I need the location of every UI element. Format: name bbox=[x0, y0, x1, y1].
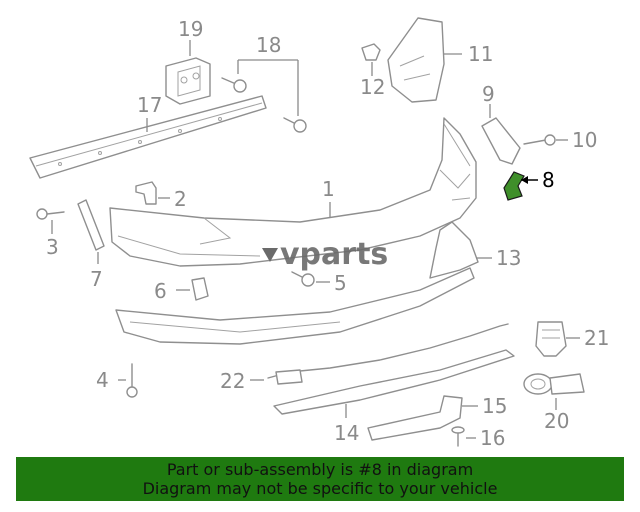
part-2-small-bracket bbox=[135, 181, 170, 205]
part-19-bracket bbox=[165, 40, 211, 105]
watermark: vparts bbox=[262, 237, 388, 272]
callout-9: 9 bbox=[482, 82, 495, 106]
part-22-wiring-harness bbox=[250, 323, 509, 385]
part-15-diffuser bbox=[367, 395, 478, 441]
part-7-seal bbox=[77, 199, 105, 264]
callout-8: 8 bbox=[542, 168, 555, 192]
callout-18: 18 bbox=[256, 33, 281, 57]
callout-11: 11 bbox=[468, 42, 493, 66]
banner-line-1: Part or sub-assembly is #8 in diagram bbox=[166, 460, 474, 479]
part-4-bolt bbox=[118, 363, 138, 398]
part-14-lower-garnish bbox=[273, 349, 515, 418]
callout-13: 13 bbox=[496, 246, 521, 270]
banner-line-2: Diagram may not be specific to your vehi… bbox=[142, 479, 498, 498]
callout-16: 16 bbox=[480, 426, 505, 450]
callout-7: 7 bbox=[90, 267, 103, 291]
part-9-trim bbox=[481, 104, 521, 165]
part-3-bolt bbox=[36, 208, 65, 234]
callout-6: 6 bbox=[154, 279, 167, 303]
part-16-clip bbox=[451, 426, 476, 447]
part-18-bolts bbox=[221, 59, 307, 133]
callout-1: 1 bbox=[322, 177, 335, 201]
part-8-highlighted-bracket[interactable] bbox=[503, 171, 538, 201]
callout-5: 5 bbox=[334, 271, 347, 295]
part-12-clip bbox=[361, 43, 381, 76]
callout-12: 12 bbox=[360, 75, 385, 99]
callout-17: 17 bbox=[137, 93, 162, 117]
callout-22: 22 bbox=[220, 369, 245, 393]
part-5-bolt bbox=[291, 271, 330, 287]
part-21-sensor-holder bbox=[535, 321, 580, 357]
part-10-screw bbox=[523, 134, 568, 146]
callout-4: 4 bbox=[96, 368, 109, 392]
part-11-side-bracket bbox=[387, 17, 462, 103]
part-20-parking-sensor bbox=[523, 373, 585, 410]
part-1-bumper-cover bbox=[109, 117, 477, 267]
callout-10: 10 bbox=[572, 128, 597, 152]
callout-3: 3 bbox=[46, 235, 59, 259]
watermark-text: vparts bbox=[280, 237, 388, 272]
callout-15: 15 bbox=[482, 394, 507, 418]
part-6-clip bbox=[176, 277, 209, 301]
callout-2: 2 bbox=[174, 187, 187, 211]
part-lower-absorber bbox=[115, 267, 475, 345]
callout-20: 20 bbox=[544, 409, 569, 433]
part-17-reinforcement-bar bbox=[29, 95, 267, 179]
callout-14: 14 bbox=[334, 421, 359, 445]
parts-diagram: 17 19 18 12 11 9 10 8 bbox=[29, 17, 609, 450]
callout-19: 19 bbox=[178, 17, 203, 41]
callout-21: 21 bbox=[584, 326, 609, 350]
part-13-extension bbox=[429, 221, 492, 279]
info-banner: Part or sub-assembly is #8 in diagram Di… bbox=[16, 457, 624, 501]
